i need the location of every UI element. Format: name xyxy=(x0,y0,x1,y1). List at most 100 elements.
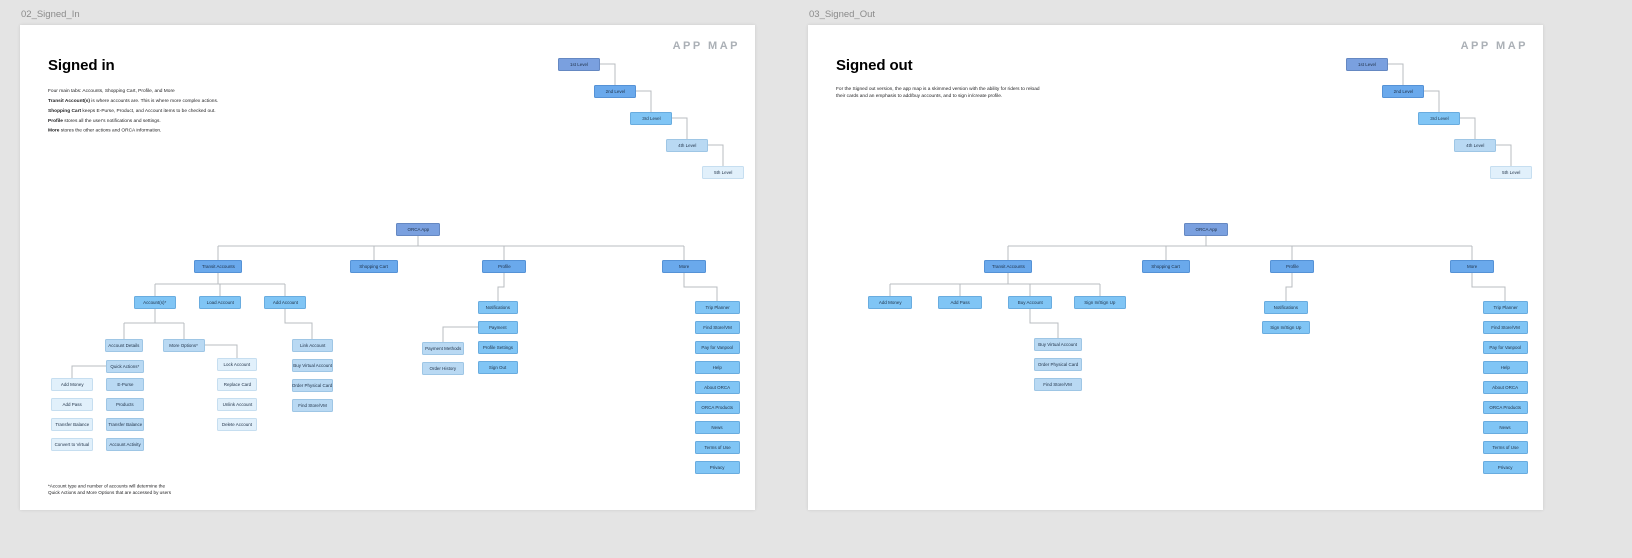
node-label: Unlink Account xyxy=(222,401,252,408)
node-notifications[interactable]: Notifications xyxy=(478,301,518,314)
node-help[interactable]: Help xyxy=(695,361,740,374)
node-label: Buy Virtual Account xyxy=(1038,341,1078,348)
connector-line xyxy=(708,144,724,166)
legend-node-4th-level[interactable]: 4th Level xyxy=(666,139,708,152)
node-add-pass[interactable]: Add Pass xyxy=(51,398,93,411)
legend-node-1st-level[interactable]: 1st Level xyxy=(558,58,600,71)
node-account-details[interactable]: Account Details xyxy=(105,339,143,352)
node-transit-accounts[interactable]: Transit Accounts xyxy=(194,260,242,273)
node-about-orca[interactable]: About ORCA xyxy=(695,381,740,394)
node-label: News xyxy=(1499,424,1512,431)
node-profile[interactable]: Profile xyxy=(482,260,526,273)
node-sign-in-sign-up-profile[interactable]: Sign In/Sign Up xyxy=(1262,321,1310,334)
node-orca-app[interactable]: ORCA App xyxy=(1184,223,1228,236)
node-news[interactable]: News xyxy=(695,421,740,434)
node-pay-for-vanpool[interactable]: Pay for Vanpool xyxy=(1483,341,1528,354)
node-sign-in-sign-up[interactable]: Sign In/Sign Up xyxy=(1074,296,1126,309)
artboard-03-signed-out: 03_Signed_Out Signed out APP MAP For the… xyxy=(808,9,1543,510)
legend-node-3rd-level[interactable]: 3rd Level xyxy=(630,112,672,125)
legend-node-1st-level[interactable]: 1st Level xyxy=(1346,58,1388,71)
node-more[interactable]: More xyxy=(1450,260,1494,273)
node-privacy[interactable]: Privacy xyxy=(695,461,740,474)
node-label: Sign In/Sign Up xyxy=(1084,299,1116,306)
description-line: Shopping Cart keeps E-Purse, Product, an… xyxy=(48,107,216,113)
legend-node-3rd-level[interactable]: 3rd Level xyxy=(1418,112,1460,125)
node-label: Notifications xyxy=(485,304,511,311)
node-transfer-balance[interactable]: Transfer Balance xyxy=(106,418,144,431)
node-notifications[interactable]: Notifications xyxy=(1264,301,1308,314)
node-add-money[interactable]: Add Money xyxy=(51,378,93,391)
node-find-store-vm-add[interactable]: Find Store/VM xyxy=(292,399,333,412)
node-more-options[interactable]: More Options* xyxy=(163,339,205,352)
node-find-store-vm-buy[interactable]: Find Store/VM xyxy=(1034,378,1082,391)
node-label: Delete Account xyxy=(221,421,253,428)
node-more[interactable]: More xyxy=(662,260,706,273)
node-buy-virtual-account[interactable]: Buy Virtual Account xyxy=(292,359,333,372)
node-trip-planner[interactable]: Trip Planner xyxy=(1483,301,1528,314)
node-add-money[interactable]: Add Money xyxy=(868,296,912,309)
node-news[interactable]: News xyxy=(1483,421,1528,434)
node-replace-card[interactable]: Replace Card xyxy=(217,378,257,391)
node-add-account[interactable]: Add Account xyxy=(264,296,306,309)
node-about-orca[interactable]: About ORCA xyxy=(1483,381,1528,394)
node-terms-of-use[interactable]: Terms of Use xyxy=(1483,441,1528,454)
node-account-activity[interactable]: Account Activity xyxy=(106,438,144,451)
node-orca-products[interactable]: ORCA Products xyxy=(1483,401,1528,414)
node-find-store-vm[interactable]: Find Store/VM xyxy=(1483,321,1528,334)
connector-line xyxy=(672,117,688,139)
node-transfer-balance-quick[interactable]: Transfer Balance xyxy=(51,418,93,431)
node-shopping-cart[interactable]: Shopping Cart xyxy=(1142,260,1190,273)
connector-line xyxy=(497,273,505,301)
legend-node-4th-level[interactable]: 4th Level xyxy=(1454,139,1496,152)
node-unlink-account[interactable]: Unlink Account xyxy=(217,398,257,411)
node-e-purse[interactable]: E-Purse xyxy=(106,378,144,391)
legend-node-5th-level[interactable]: 5th Level xyxy=(1490,166,1532,179)
node-link-account[interactable]: Link Account xyxy=(292,339,333,352)
node-payment[interactable]: Payment xyxy=(478,321,518,334)
node-label: Pay for Vanpool xyxy=(1489,344,1522,351)
node-buy-account[interactable]: Buy Account xyxy=(1008,296,1052,309)
connector-line xyxy=(284,309,313,339)
node-trip-planner[interactable]: Trip Planner xyxy=(695,301,740,314)
node-load-account[interactable]: Load Account xyxy=(199,296,241,309)
frame-label[interactable]: 02_Signed_In xyxy=(21,9,80,20)
node-privacy[interactable]: Privacy xyxy=(1483,461,1528,474)
node-terms-of-use[interactable]: Terms of Use xyxy=(695,441,740,454)
legend-node-2nd-level[interactable]: 2nd Level xyxy=(1382,85,1424,98)
node-orca-products[interactable]: ORCA Products xyxy=(695,401,740,414)
node-profile[interactable]: Profile xyxy=(1270,260,1314,273)
legend-node-2nd-level[interactable]: 2nd Level xyxy=(594,85,636,98)
node-add-pass[interactable]: Add Pass xyxy=(938,296,982,309)
node-pay-for-vanpool[interactable]: Pay for Vanpool xyxy=(695,341,740,354)
node-label: Account Details xyxy=(108,342,140,349)
node-label: Add Pass xyxy=(62,401,82,408)
node-order-history[interactable]: Order History xyxy=(422,362,464,375)
frame-label[interactable]: 03_Signed_Out xyxy=(809,9,876,20)
node-find-store-vm[interactable]: Find Store/VM xyxy=(695,321,740,334)
node-shopping-cart[interactable]: Shopping Cart xyxy=(350,260,398,273)
node-convert-to-virtual[interactable]: Convert to Virtual xyxy=(51,438,93,451)
node-profile-settings[interactable]: Profile Settings xyxy=(478,341,518,354)
description-line: Transit Account(s) is where accounts are… xyxy=(48,97,219,104)
node-payment-methods[interactable]: Payment Methods xyxy=(422,342,464,355)
legend-node-5th-level[interactable]: 5th Level xyxy=(702,166,744,179)
node-delete-account[interactable]: Delete Account xyxy=(217,418,257,431)
node-order-physical-card[interactable]: Order Physical Card xyxy=(292,379,333,392)
node-order-physical-card[interactable]: Order Physical Card xyxy=(1034,358,1082,371)
node-accounts[interactable]: Account(s)* xyxy=(134,296,176,309)
node-buy-virtual-account[interactable]: Buy Virtual Account xyxy=(1034,338,1082,351)
node-quick-actions[interactable]: Quick Actions* xyxy=(106,360,144,373)
node-sign-out[interactable]: Sign Out xyxy=(478,361,518,374)
connector-line xyxy=(1388,63,1404,85)
node-label: Find Store/VM xyxy=(703,324,732,331)
node-label: Notifications xyxy=(1273,304,1299,311)
node-label: Buy Account xyxy=(1017,299,1043,306)
node-transit-accounts[interactable]: Transit Accounts xyxy=(984,260,1032,273)
node-help[interactable]: Help xyxy=(1483,361,1528,374)
node-orca-app[interactable]: ORCA App xyxy=(396,223,440,236)
node-label: Sign In/Sign Up xyxy=(1270,324,1302,331)
node-label: ORCA Products xyxy=(1489,404,1522,411)
node-products[interactable]: Products xyxy=(106,398,144,411)
node-lock-account[interactable]: Lock Account xyxy=(217,358,257,371)
